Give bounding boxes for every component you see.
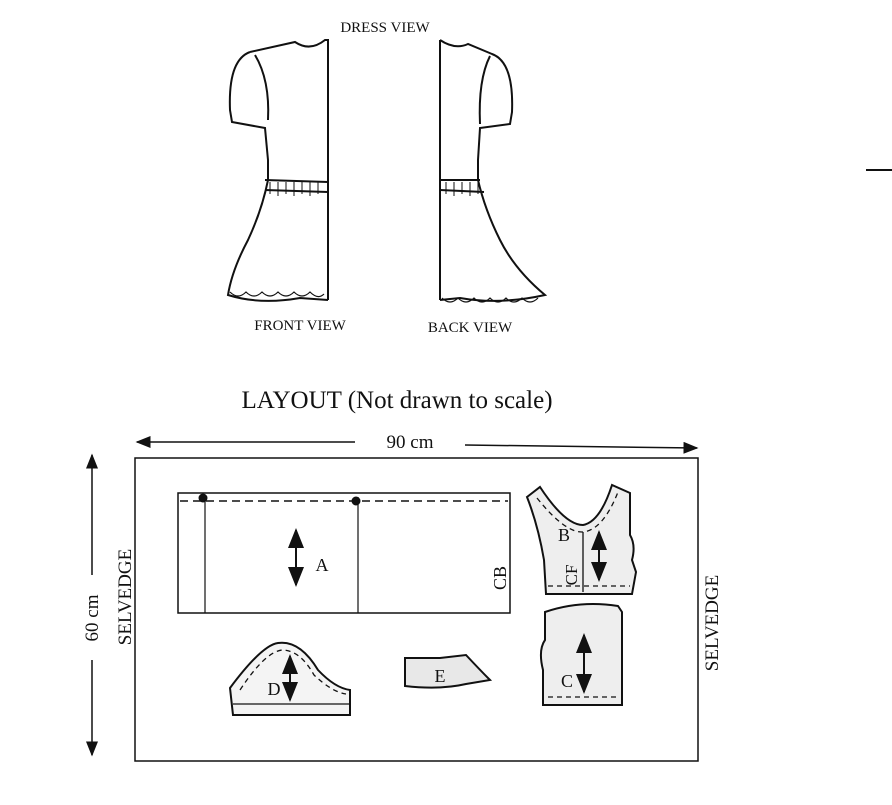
selvedge-left-label: SELVEDGE bbox=[115, 549, 136, 645]
piece-c-label: C bbox=[561, 671, 573, 691]
piece-b-label: B bbox=[558, 525, 570, 545]
width-label: 90 cm bbox=[387, 432, 434, 453]
piece-cf-label: CF bbox=[562, 565, 581, 586]
piece-a-label: A bbox=[316, 555, 329, 575]
piece-c-back-bodice bbox=[539, 603, 623, 706]
piece-a-skirt bbox=[177, 492, 511, 614]
piece-cb-label: CB bbox=[490, 566, 510, 590]
width-arrow-right bbox=[464, 441, 699, 454]
layout-title: LAYOUT (Not drawn to scale) bbox=[241, 387, 552, 414]
piece-d-sleeve bbox=[228, 641, 351, 716]
height-label: 60 cm bbox=[82, 594, 103, 641]
fabric-outline bbox=[134, 457, 699, 762]
piece-e-label: E bbox=[435, 666, 446, 686]
front-view-dress bbox=[226, 39, 329, 302]
back-view-dress bbox=[439, 39, 548, 303]
back-view-label: BACK VIEW bbox=[428, 320, 513, 336]
selvedge-right-label: SELVEDGE bbox=[702, 575, 723, 671]
dress-view-title: DRESS VIEW bbox=[340, 20, 430, 36]
piece-b-front-bodice bbox=[525, 483, 638, 595]
piece-e-collar bbox=[404, 653, 493, 689]
piece-d-label: D bbox=[268, 679, 281, 699]
front-view-label: FRONT VIEW bbox=[254, 318, 346, 334]
